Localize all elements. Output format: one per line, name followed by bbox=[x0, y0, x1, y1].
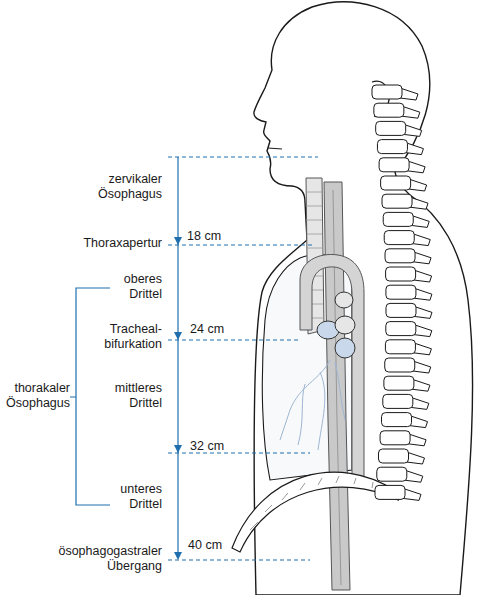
vertebra-body bbox=[372, 85, 402, 99]
spinous-process bbox=[414, 288, 432, 300]
vertebra-body bbox=[381, 176, 411, 190]
vertebra-body bbox=[377, 467, 407, 481]
vertebra-body bbox=[379, 158, 409, 172]
depth-value: 32 cm bbox=[190, 439, 240, 454]
arrowhead bbox=[174, 552, 182, 560]
vertebra-body bbox=[383, 212, 413, 226]
arrowhead bbox=[174, 445, 182, 453]
body-outline bbox=[254, 2, 473, 595]
vertebra-body bbox=[384, 231, 414, 245]
vertebra-body bbox=[383, 394, 413, 408]
spinous-process bbox=[407, 161, 425, 173]
spinous-process bbox=[402, 106, 420, 118]
spinous-process bbox=[412, 234, 430, 246]
spinous-process bbox=[411, 215, 429, 227]
vertebra-body bbox=[377, 140, 407, 154]
landmark-label: ösophagogastraler Übergang bbox=[52, 544, 162, 574]
depth-value: 40 cm bbox=[188, 538, 238, 553]
spinous-process bbox=[411, 397, 429, 409]
spinous-process bbox=[406, 452, 424, 464]
vertebra-body bbox=[385, 249, 415, 263]
arrowhead bbox=[174, 332, 182, 340]
vertebra-body bbox=[386, 322, 416, 336]
diaphragm-shape bbox=[232, 472, 398, 552]
bronchus-ring bbox=[335, 316, 355, 334]
spinous-process bbox=[410, 197, 428, 209]
spinous-process bbox=[414, 325, 432, 337]
bronchus-ring bbox=[335, 292, 353, 308]
spinous-process bbox=[414, 270, 432, 282]
vertebra-body bbox=[380, 431, 410, 445]
group-label: thorakaler Ösophagus bbox=[0, 381, 70, 411]
depth-value: 24 cm bbox=[190, 322, 240, 337]
spinous-process bbox=[408, 434, 426, 446]
spinous-process bbox=[405, 143, 423, 155]
arrowhead bbox=[174, 237, 182, 245]
section-label: unteres Drittel bbox=[100, 482, 162, 512]
bronchus-ring bbox=[335, 338, 355, 358]
spinous-process bbox=[410, 416, 428, 428]
depth-value: 18 cm bbox=[187, 229, 237, 244]
spinous-process bbox=[400, 88, 418, 100]
mouth-line bbox=[268, 148, 282, 149]
aortic-arch bbox=[300, 254, 364, 480]
spinous-process bbox=[404, 124, 422, 136]
vertebra-body bbox=[382, 194, 412, 208]
spine-group bbox=[372, 85, 432, 500]
esophagus-shape bbox=[324, 182, 350, 590]
vertebra-body bbox=[386, 267, 416, 281]
section-bracket bbox=[70, 288, 110, 505]
vertebra-body bbox=[385, 358, 415, 372]
vertebra-body bbox=[376, 121, 406, 135]
landmark-label: Tracheal- bifurkation bbox=[92, 322, 162, 352]
vertebra-body bbox=[386, 285, 416, 299]
diaphragm-hatch bbox=[250, 476, 373, 530]
vertical-measure bbox=[177, 157, 178, 558]
section-label: zervikaler Ösophagus bbox=[92, 172, 162, 202]
section-label: mittleres Drittel bbox=[100, 381, 162, 411]
vertebra-body bbox=[385, 340, 415, 354]
vertebra-body bbox=[374, 103, 404, 117]
vertebra-body bbox=[386, 303, 416, 317]
dashed-level bbox=[168, 339, 300, 340]
vertebra-body bbox=[378, 449, 408, 463]
spinous-process bbox=[413, 343, 431, 355]
vertebra-body bbox=[382, 413, 412, 427]
spinous-process bbox=[403, 488, 421, 500]
vessel-lines bbox=[280, 360, 345, 450]
dashed-level bbox=[168, 452, 310, 453]
spinous-process bbox=[414, 306, 432, 318]
vertebra-body bbox=[384, 376, 414, 390]
spinous-process bbox=[409, 179, 427, 191]
spinous-process bbox=[413, 361, 431, 373]
section-label: oberes Drittel bbox=[102, 272, 162, 302]
vertebra-body bbox=[375, 485, 405, 499]
landmark-label: Thoraxapertur bbox=[52, 236, 162, 251]
dashed-level bbox=[168, 559, 310, 560]
spinous-process bbox=[413, 252, 431, 264]
dashed-level bbox=[168, 156, 318, 157]
measure-arrowheads bbox=[174, 237, 182, 560]
measure-guides bbox=[70, 157, 318, 560]
spinous-process bbox=[412, 379, 430, 391]
spinous-process bbox=[405, 470, 423, 482]
dashed-level bbox=[168, 244, 312, 245]
